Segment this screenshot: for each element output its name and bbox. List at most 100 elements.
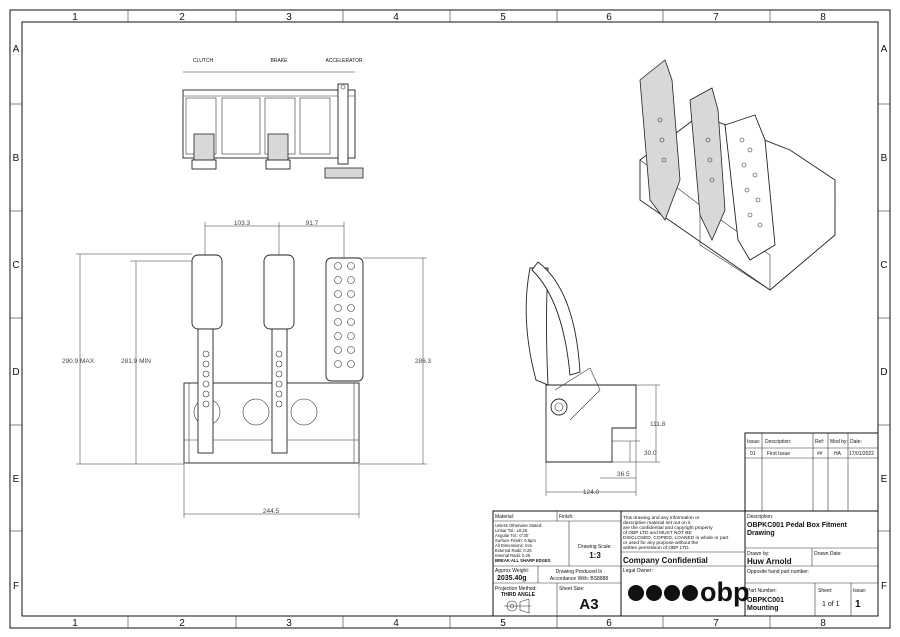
- svg-text:Drawing Produced In: Drawing Produced In: [556, 569, 603, 575]
- issue-number: 1: [855, 599, 861, 610]
- front-view: 103.3 91.7 290.9 MAX 281.9 MIN 286.3 244…: [62, 220, 432, 518]
- grid-references: 1 2 3 4 5 6 7 8 1 2 3 4 5 6 7 8 A B C D E F A B C D E F: [10, 10, 890, 629]
- svg-text:7: 7: [713, 618, 719, 629]
- svg-text:D: D: [880, 367, 887, 378]
- svg-text:Internal Radii: 0.25: Internal Radii: 0.25: [495, 553, 531, 558]
- svg-text:First Issue: First Issue: [767, 451, 790, 457]
- part-number-2: Mounting: [747, 605, 779, 612]
- svg-text:6: 6: [606, 12, 612, 23]
- drawing-scale: 1:3: [589, 551, 601, 560]
- svg-text:Linear Tol.: ±0.25: Linear Tol.: ±0.25: [495, 528, 528, 533]
- svg-text:F: F: [13, 581, 19, 592]
- svg-text:5: 5: [500, 618, 506, 629]
- svg-text:Legal Owner:: Legal Owner:: [623, 568, 653, 574]
- svg-text:A: A: [13, 44, 20, 55]
- svg-text:Drawn Date:: Drawn Date:: [814, 551, 842, 557]
- svg-text:17/01/2022: 17/01/2022: [849, 451, 874, 457]
- svg-text:Description:: Description:: [765, 439, 791, 445]
- svg-text:This drawing and any informati: This drawing and any information or: [623, 515, 700, 521]
- svg-text:C: C: [12, 260, 19, 271]
- svg-text:Opposite hand part number:: Opposite hand part number:: [747, 569, 809, 575]
- svg-text:Accordance With: BS8888: Accordance With: BS8888: [550, 576, 609, 582]
- dim-286-3: 286.3: [415, 358, 432, 365]
- label-accelerator: ACCELERATOR: [325, 58, 362, 64]
- description-line-2: Drawing: [747, 530, 775, 537]
- svg-text:8: 8: [820, 618, 826, 629]
- svg-text:C: C: [880, 260, 887, 271]
- svg-text:Drawn by:: Drawn by:: [747, 551, 770, 557]
- svg-text:##: ##: [817, 451, 823, 457]
- svg-text:Unless Otherwise Stated:: Unless Otherwise Stated:: [495, 523, 542, 528]
- svg-text:2: 2: [179, 12, 185, 23]
- svg-text:obp: obp: [700, 577, 749, 607]
- confidentiality-notice: This drawing and any information or desc…: [623, 515, 729, 551]
- svg-text:7: 7: [713, 12, 719, 23]
- dim-30-0: 30.0: [644, 450, 657, 457]
- label-brake: BRAKE: [271, 58, 289, 64]
- company-confidential: Company Confidential: [623, 556, 708, 565]
- obp-logo: obp: [628, 577, 749, 607]
- side-view: 111.8 30.0 36.5 124.0: [525, 261, 666, 496]
- svg-text:Description:: Description:: [747, 514, 773, 520]
- tolerance-notes: Unless Otherwise Stated: Linear Tol.: ±0…: [495, 523, 551, 563]
- dim-281-9-min: 281.9 MIN: [121, 358, 151, 365]
- svg-text:Issue:: Issue:: [853, 588, 866, 594]
- svg-text:8: 8: [820, 12, 826, 23]
- third-angle-projection-icon: [504, 598, 531, 614]
- svg-text:All Dimensions: mm: All Dimensions: mm: [495, 543, 533, 548]
- svg-text:4: 4: [393, 12, 399, 23]
- svg-text:descriptive material set out o: descriptive material set out on it: [623, 520, 691, 526]
- part-number-1: OBPKC001: [747, 597, 784, 604]
- svg-text:1: 1: [72, 12, 78, 23]
- svg-text:Surface Finish: 0.8µm: Surface Finish: 0.8µm: [495, 538, 536, 543]
- svg-text:6: 6: [606, 618, 612, 629]
- svg-text:External Radii: 0.25: External Radii: 0.25: [495, 548, 532, 553]
- svg-text:Issue:: Issue:: [747, 439, 760, 445]
- svg-text:of OBP LTD and MUST NOT BE: of OBP LTD and MUST NOT BE: [623, 530, 692, 536]
- svg-text:Part Number:: Part Number:: [747, 588, 777, 594]
- svg-text:Angular Tol.: 0°30': Angular Tol.: 0°30': [495, 533, 529, 538]
- top-view: CLUTCH BRAKE ACCELERATOR: [182, 58, 364, 179]
- svg-text:or used for any purpose withou: or used for any purpose without the: [623, 540, 699, 546]
- svg-text:A: A: [881, 44, 888, 55]
- svg-text:Approx Weight:: Approx Weight:: [495, 568, 529, 574]
- revision-table: Issue: Description: Ref: Mod by: Date: 0…: [744, 432, 879, 512]
- dim-103-3: 103.3: [234, 220, 251, 227]
- svg-text:F: F: [881, 581, 887, 592]
- title-block: Material: Finish: Unless Otherwise State…: [492, 510, 879, 617]
- svg-text:4: 4: [393, 618, 399, 629]
- label-clutch: CLUTCH: [193, 58, 214, 64]
- projection-method: THIRD ANGLE: [501, 592, 536, 598]
- svg-text:3: 3: [286, 618, 292, 629]
- description-line-1: OBPKC001 Pedal Box Fitment: [747, 522, 848, 529]
- drawn-by: Huw Arnold: [747, 557, 792, 566]
- dim-36-5: 36.5: [617, 471, 630, 478]
- finish-label: Finish:: [559, 514, 574, 520]
- isometric-view: [639, 59, 836, 291]
- svg-text:Projection Method:: Projection Method:: [495, 586, 537, 592]
- svg-text:5: 5: [500, 12, 506, 23]
- svg-text:Date:: Date:: [850, 439, 862, 445]
- sheet-size: A3: [579, 596, 598, 613]
- svg-text:Ref:: Ref:: [815, 439, 824, 445]
- dim-91-7: 91.7: [306, 220, 319, 227]
- svg-text:E: E: [881, 474, 888, 485]
- svg-text:B: B: [13, 153, 20, 164]
- svg-text:Mod by:: Mod by:: [830, 439, 848, 445]
- svg-text:written permission of OBP LTD.: written permission of OBP LTD.: [623, 545, 690, 551]
- svg-text:DISCLOSED, COPIED, LOANED in w: DISCLOSED, COPIED, LOANED in whole or pa…: [623, 535, 729, 541]
- svg-text:Drawing Scale:: Drawing Scale:: [578, 544, 612, 550]
- svg-text:3: 3: [286, 12, 292, 23]
- svg-text:01: 01: [750, 451, 756, 457]
- svg-text:E: E: [13, 474, 20, 485]
- svg-text:2: 2: [179, 618, 185, 629]
- svg-text:are the confidential and copyr: are the confidential and copyright prope…: [623, 525, 713, 531]
- dim-290-9-max: 290.9 MAX: [62, 358, 95, 365]
- dim-124-0: 124.0: [583, 489, 600, 496]
- svg-text:B: B: [881, 153, 888, 164]
- svg-text:D: D: [12, 367, 19, 378]
- approx-weight: 2035.40g: [497, 575, 527, 582]
- dim-244-5: 244.5: [263, 508, 280, 515]
- svg-text:1: 1: [72, 618, 78, 629]
